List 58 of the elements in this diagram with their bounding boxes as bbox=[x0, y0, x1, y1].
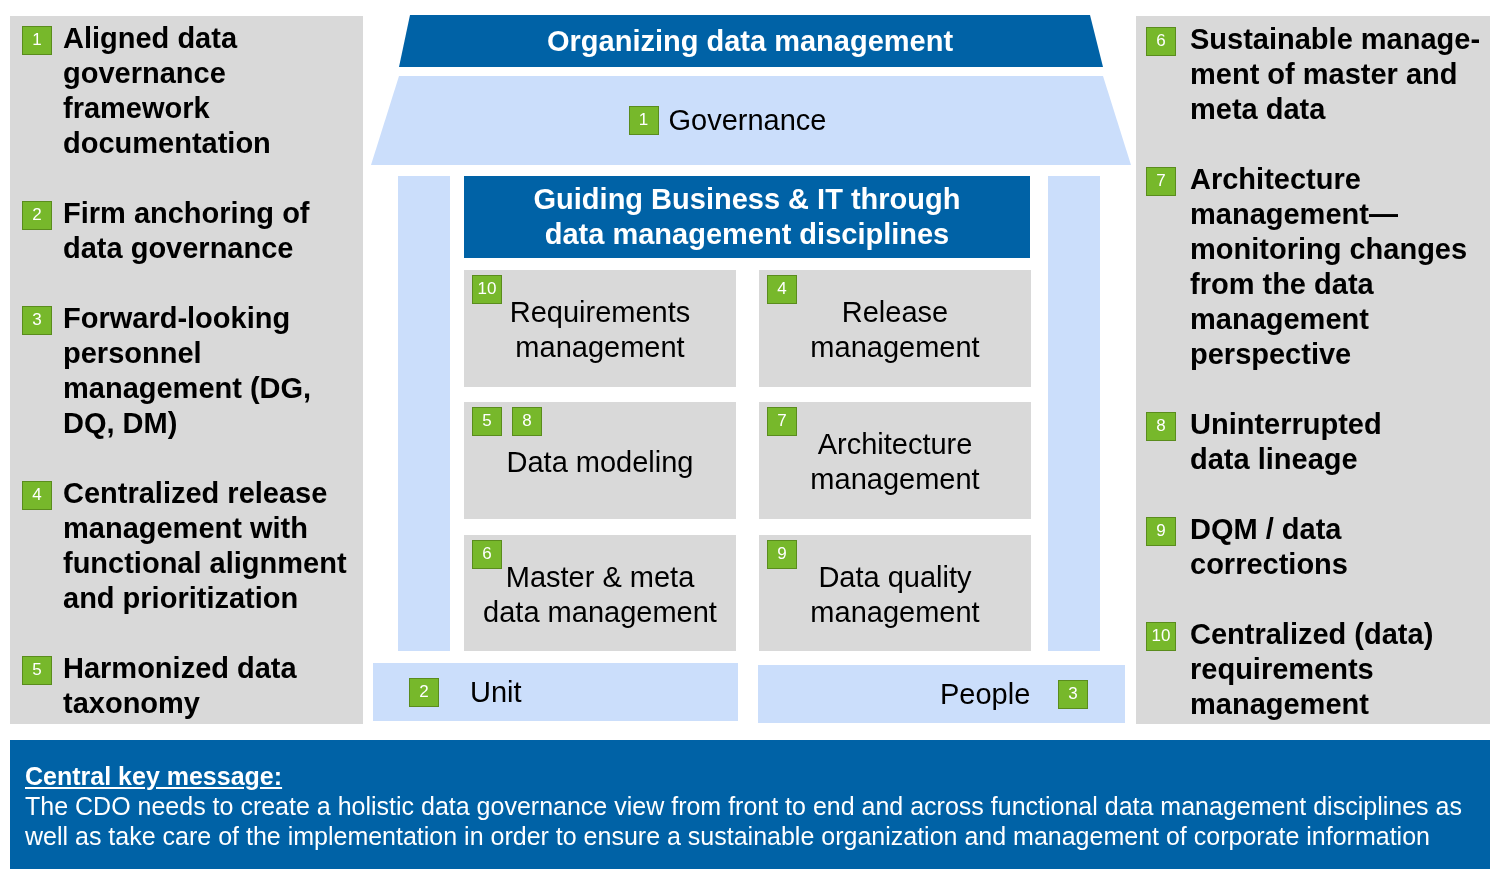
item-text: Architecture management—monitoring changes from the data management perspective bbox=[1190, 162, 1469, 372]
number-badge: 8 bbox=[1146, 412, 1176, 441]
number-badge: 5 bbox=[22, 656, 52, 685]
item-text: Harmonized data taxonomy bbox=[63, 651, 298, 721]
side-panel bbox=[10, 16, 363, 724]
message-panel bbox=[10, 740, 1490, 869]
number-badge: 9 bbox=[1146, 517, 1176, 546]
discipline-box bbox=[464, 270, 736, 387]
number-badge: 1 bbox=[22, 26, 52, 55]
number-badge: 7 bbox=[767, 407, 797, 436]
banner-title: Guiding Business & IT through data management disciplines bbox=[533, 182, 961, 252]
side-panel bbox=[1136, 16, 1490, 724]
discipline-box bbox=[464, 535, 736, 651]
message-text: The CDO needs to create a holistic data governance view from front to end and across functional data management disciplines as well as take care of the implementation in order to ensure a sustainable organization and management of corporate information bbox=[25, 791, 1463, 851]
item-text: Aligned data governance framework documentation bbox=[63, 21, 272, 161]
discipline-box bbox=[464, 402, 736, 519]
item-text: Centralized release management with functional alignment and prioritization bbox=[63, 476, 348, 616]
box-label: Release management bbox=[809, 295, 981, 365]
discipline-box bbox=[759, 270, 1031, 387]
base-band bbox=[373, 663, 738, 721]
pillar-bar bbox=[398, 176, 450, 651]
discipline-box bbox=[759, 535, 1031, 651]
item-text: DQM / data corrections bbox=[1190, 512, 1349, 582]
base-band bbox=[758, 665, 1125, 723]
number-badge: 8 bbox=[512, 407, 542, 436]
discipline-box bbox=[759, 402, 1031, 519]
number-badge: 6 bbox=[1146, 27, 1176, 56]
item-text: Uninterrupted data lineage bbox=[1190, 407, 1383, 477]
number-badge: 10 bbox=[472, 275, 502, 304]
box-label: Data modeling bbox=[506, 444, 694, 480]
number-badge: 10 bbox=[1146, 622, 1176, 651]
number-badge: 9 bbox=[767, 540, 797, 569]
roof-band bbox=[371, 76, 1131, 165]
item-text: Forward-looking personnel management (DG, DQ, DM) bbox=[63, 301, 313, 441]
number-badge: 2 bbox=[22, 201, 52, 230]
number-badge: 4 bbox=[767, 275, 797, 304]
number-badge: 5 bbox=[472, 407, 502, 436]
number-badge: 2 bbox=[409, 677, 439, 707]
band-label: Governance bbox=[668, 103, 828, 138]
number-badge: 1 bbox=[628, 106, 659, 135]
number-badge: 3 bbox=[1058, 679, 1088, 709]
box-label: Data quality management bbox=[809, 559, 981, 630]
number-badge: 7 bbox=[1146, 167, 1176, 196]
number-badge: 6 bbox=[472, 540, 502, 569]
message-heading: Central key message: bbox=[25, 761, 284, 791]
banner-title: Organizing data management bbox=[547, 23, 955, 59]
number-badge: 3 bbox=[22, 306, 52, 335]
box-label: Architecture management bbox=[809, 427, 981, 497]
pillar-bar bbox=[1048, 176, 1100, 651]
header-banner bbox=[464, 176, 1030, 258]
band-label: People bbox=[940, 676, 1032, 712]
band-label: Unit bbox=[470, 674, 523, 710]
item-text: Centralized (data) requirements management bbox=[1190, 617, 1435, 722]
item-text: Sustainable manage-ment of master and meta data bbox=[1190, 22, 1482, 127]
item-text: Firm anchoring of data governance bbox=[63, 196, 311, 266]
roof-banner bbox=[398, 15, 1104, 67]
box-label: Requirements management bbox=[509, 295, 691, 365]
number-badge: 4 bbox=[22, 481, 52, 510]
